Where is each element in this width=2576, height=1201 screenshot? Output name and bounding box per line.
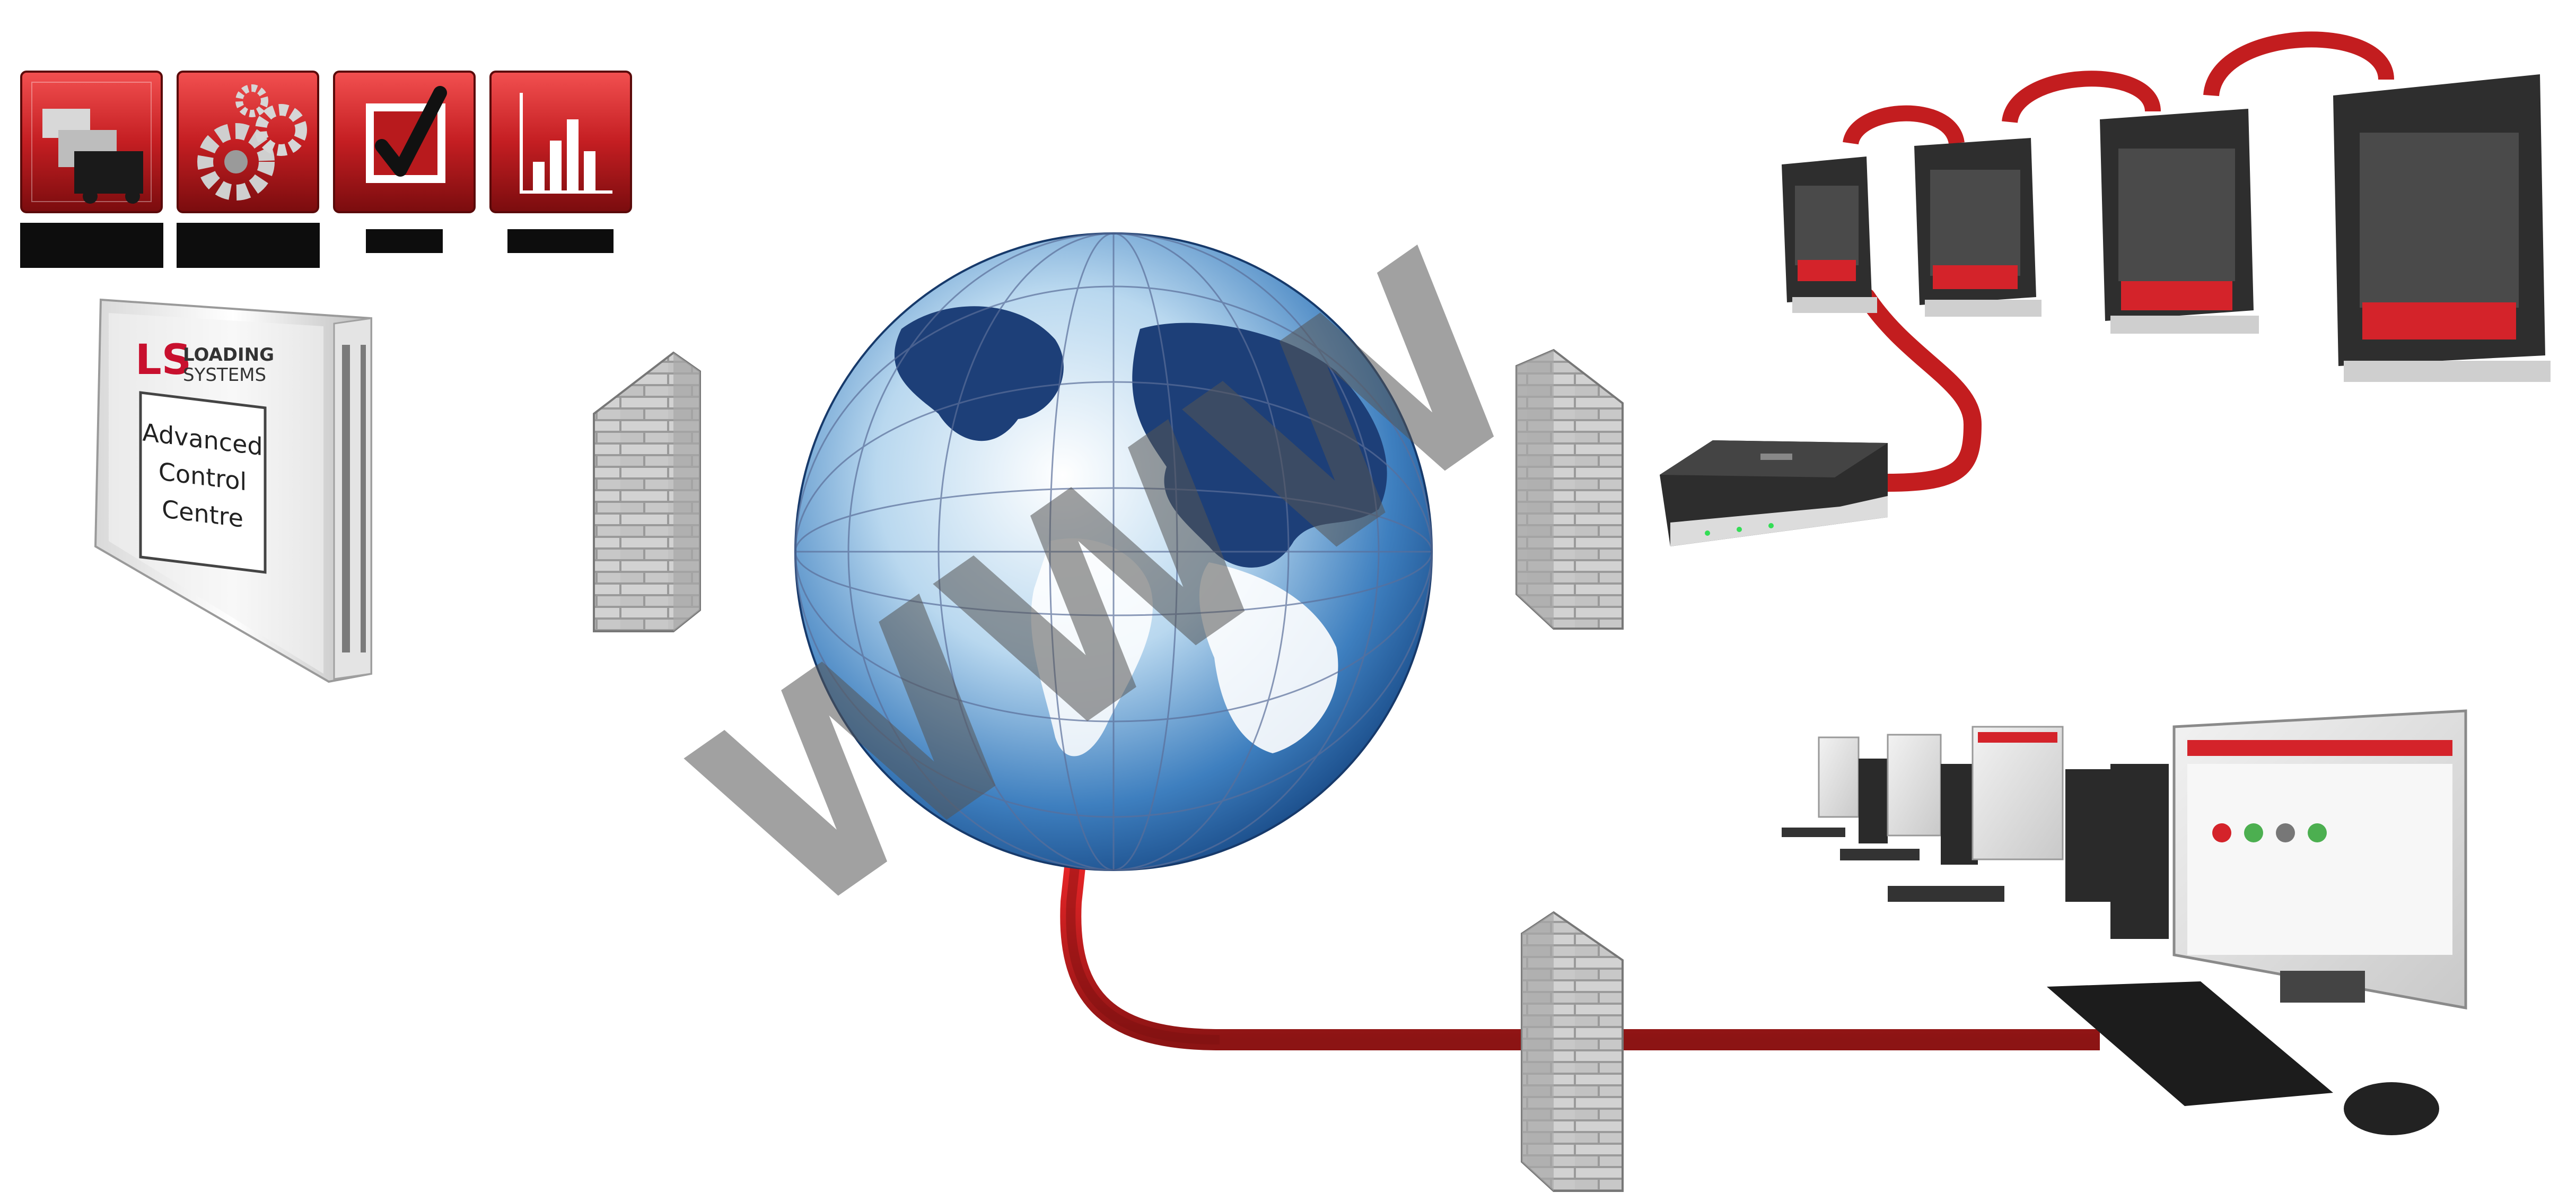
workstation-4 [2047,709,2467,1135]
svg-text:LOADING: LOADING [183,344,274,365]
cables [435,31,2394,1050]
router [1660,440,1888,546]
firewall-bottom [1521,911,1624,1192]
internet-globe: WWW [645,195,1577,981]
bar-chart-icon[interactable] [489,71,632,213]
cable-globe-down-pc [1060,704,2100,1050]
cable-globe-down-inner [1066,705,1220,1045]
svg-text:SYSTEMS: SYSTEMS [183,364,266,386]
workstation-2 [1840,734,1978,865]
loading-systems-logo: LS LOADING SYSTEMS [135,336,274,386]
dock-1 [1782,156,1877,313]
svg-text:LS: LS [135,336,191,384]
dock-3 [2100,109,2259,334]
firewall-right [1515,349,1624,630]
dock-2 [1914,138,2041,317]
advanced-control-centre-server: LS LOADING SYSTEMS Advanced Control Cent… [94,298,372,683]
cable-dock-link-1 [1843,105,1965,145]
icon-row [20,71,632,268]
server-label-panel: Advanced Control Centre [139,391,267,574]
checkbox-icon[interactable] [333,71,476,213]
workstation-1 [1782,736,1888,843]
cable-dock-link-3 [2203,31,2394,97]
workstation-3 [1888,726,2116,902]
loading-docks [1782,74,2551,382]
workstations [1782,709,2467,1135]
trucks-icon[interactable] [20,71,163,213]
firewall-left [593,351,701,632]
cable-router-dock [1857,288,1982,492]
gears-icon[interactable] [177,71,319,213]
dock-4 [2333,74,2551,382]
cable-dock-link-2 [2002,71,2161,124]
